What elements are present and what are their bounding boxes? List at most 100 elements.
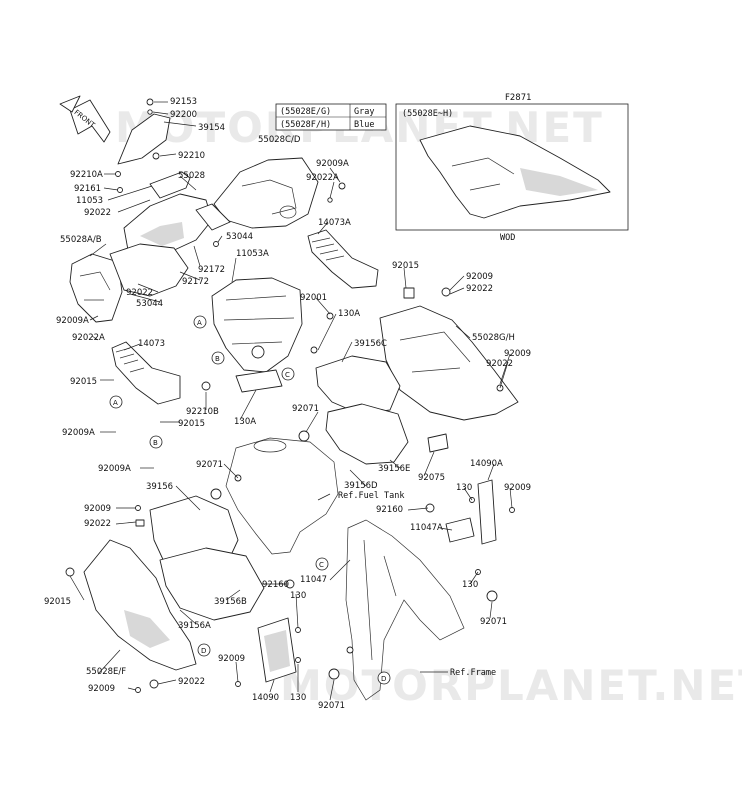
- part-label: 92022: [486, 359, 513, 369]
- part-label: 92009: [466, 272, 493, 282]
- part-label: 55028E/F: [86, 667, 126, 677]
- part-label: 92071: [196, 460, 223, 470]
- part-label: 39154: [198, 123, 225, 133]
- color-table: (55028E/G) Gray (55028F/H) Blue: [275, 103, 387, 131]
- part-label: 39156C: [354, 339, 387, 349]
- part-label: 53044: [136, 299, 163, 309]
- part-label: 130: [290, 693, 306, 703]
- part-label: 53044: [226, 232, 253, 242]
- svg-text:D: D: [201, 647, 206, 655]
- part-label: 11053: [76, 196, 103, 206]
- part-label: 92015: [44, 597, 71, 607]
- part-label: 14073A: [318, 218, 351, 228]
- part-label: 92022A: [306, 173, 339, 183]
- callout-c-frame: C: [315, 557, 329, 571]
- inner-panel-14090: [235, 579, 301, 687]
- part-label: 92009A: [98, 464, 131, 474]
- frame-outline: [328, 479, 515, 701]
- part-label: 92009: [504, 349, 531, 359]
- part-label: 92009A: [56, 316, 89, 326]
- part-label: 92015: [178, 419, 205, 429]
- svg-text:D: D: [381, 675, 386, 683]
- part-label: 92153: [170, 97, 197, 107]
- inset-caption: WOD: [500, 233, 515, 243]
- part-label: 92022: [178, 677, 205, 687]
- part-label: 92172: [198, 265, 225, 275]
- part-label: 92022: [466, 284, 493, 294]
- part-label: 92071: [318, 701, 345, 711]
- part-label: 92001: [300, 293, 327, 303]
- part-label: 14073: [138, 339, 165, 349]
- part-label: 92015: [70, 377, 97, 387]
- watermark-bottom: MOTORPLANET.NET: [280, 661, 742, 710]
- part-label: 39156E: [378, 464, 410, 474]
- part-label: 92022: [126, 288, 153, 298]
- part-label: 92075: [418, 473, 445, 483]
- part-label: 39156A: [178, 621, 211, 631]
- part-label: 11047A: [410, 523, 443, 533]
- color-name-2: Blue: [354, 120, 374, 130]
- inset-box: (55028E~H) WOD: [395, 103, 629, 243]
- part-label: 92009A: [62, 428, 95, 438]
- windshield-shape: [117, 113, 171, 165]
- svg-text:A: A: [197, 319, 202, 327]
- leader-lines: [69, 101, 513, 701]
- part-label: 92071: [292, 404, 319, 414]
- svg-text:C: C: [285, 371, 290, 379]
- part-label: 92210A: [70, 170, 103, 180]
- part-label: 55028C/D: [258, 135, 301, 145]
- part-label: 14090: [252, 693, 279, 703]
- part-label: 92022: [84, 519, 111, 529]
- fuel-tank-outline: [210, 437, 339, 555]
- part-label: 130: [462, 580, 478, 590]
- part-label: 39156B: [214, 597, 247, 607]
- part-label: 11047: [300, 575, 327, 585]
- part-labels: 92153 92200 39154 55028C/D 92210 92210A …: [44, 97, 531, 711]
- part-label: 92009: [84, 504, 111, 514]
- part-label: 92009: [504, 483, 531, 493]
- callout-c-top: C: [281, 367, 295, 381]
- figure-code: F2871: [505, 93, 532, 103]
- svg-text:B: B: [153, 439, 158, 447]
- part-label: 92160: [262, 580, 289, 590]
- part-label: 39156: [146, 482, 173, 492]
- front-arrow-icon: FRONT: [59, 95, 111, 143]
- svg-text:B: B: [215, 355, 220, 363]
- part-label: 92071: [480, 617, 507, 627]
- part-label: 92172: [182, 277, 209, 287]
- part-label: 92009: [218, 654, 245, 664]
- intake-ducts: [111, 229, 379, 405]
- part-label: 130: [290, 591, 306, 601]
- part-label: 92161: [74, 184, 101, 194]
- cowl-stay: [201, 277, 334, 393]
- part-label: 92210: [178, 151, 205, 161]
- color-code-2: (55028F/H): [280, 120, 331, 130]
- part-label: 92015: [392, 261, 419, 271]
- side-cowl-right: [298, 287, 519, 465]
- color-code-1: (55028E/G): [280, 107, 331, 117]
- part-label: 130A: [338, 309, 360, 319]
- callout-b-top: B: [211, 351, 225, 365]
- part-label: 55028A/B: [60, 235, 102, 245]
- part-label: 92009: [88, 684, 115, 694]
- part-label: 14090A: [470, 459, 503, 469]
- part-label: 11053A: [236, 249, 269, 259]
- callout-d-frame: D: [377, 671, 391, 685]
- upper-cowl-assembly: [69, 98, 346, 323]
- part-label: 39156D: [344, 481, 378, 491]
- part-label: 92022: [84, 208, 111, 218]
- color-name-1: Gray: [354, 107, 374, 117]
- callout-a-left: A: [109, 395, 123, 409]
- svg-text:A: A: [113, 399, 118, 407]
- inset-code: (55028E~H): [402, 109, 453, 119]
- callout-b-left: B: [149, 435, 163, 449]
- ref-fuel-tank-label: Ref.Fuel Tank: [338, 491, 405, 501]
- ref-frame-label: Ref.Frame: [450, 668, 496, 678]
- part-label: 130: [456, 483, 472, 493]
- part-label: 92210B: [186, 407, 219, 417]
- callout-d-left: D: [197, 643, 211, 657]
- part-label: 92160: [376, 505, 403, 515]
- part-label: 55028: [178, 171, 205, 181]
